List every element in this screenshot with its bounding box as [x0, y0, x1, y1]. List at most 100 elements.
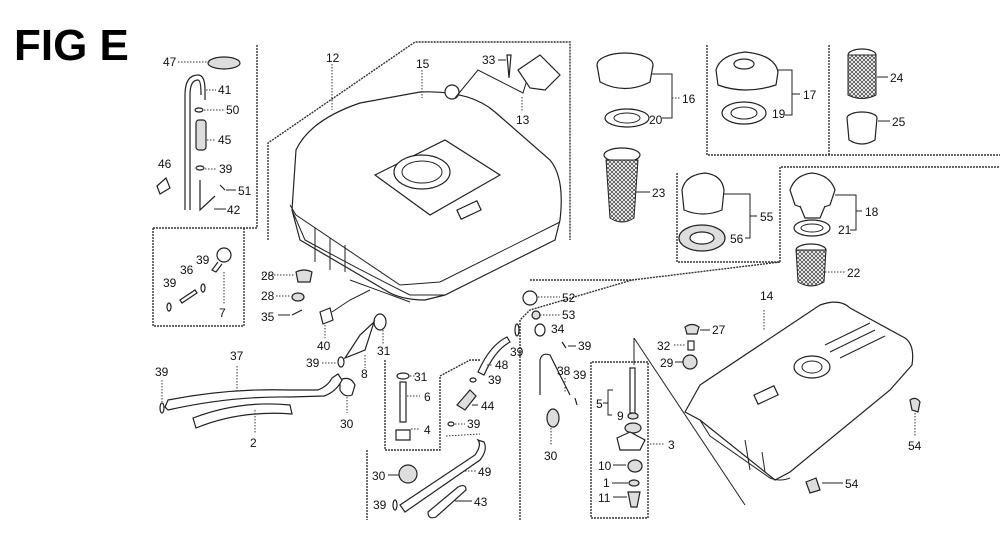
- label-10: 10: [598, 459, 612, 473]
- group-box-tank-12: [267, 41, 571, 240]
- label-39: 39: [163, 276, 177, 290]
- fuel-hose-43: [427, 484, 467, 519]
- label-22: 22: [847, 266, 861, 280]
- label-30: 30: [372, 469, 386, 483]
- clip-39: [574, 397, 578, 406]
- filler-neck: [393, 154, 451, 190]
- fuel-hose-2: [192, 403, 293, 429]
- joint-8: [343, 319, 376, 360]
- pin-35: [291, 309, 303, 316]
- label-17: 17: [803, 88, 817, 102]
- cock-lever-5: [629, 367, 636, 414]
- label-7: 7: [219, 306, 226, 320]
- clip-46: [156, 176, 171, 195]
- clip-39: [469, 377, 477, 383]
- label-54: 54: [908, 439, 922, 453]
- joint-32: [687, 340, 695, 351]
- fuel-valve-group: [166, 247, 232, 312]
- label-43: 43: [474, 495, 488, 509]
- label-54: 54: [845, 477, 859, 491]
- clip-47: [207, 56, 241, 70]
- fuel-hose-37: [164, 373, 343, 411]
- grommet-30: [546, 408, 560, 428]
- fuel-hose-48: [477, 336, 511, 376]
- label-53: 53: [562, 308, 576, 322]
- strainer-23: [603, 147, 641, 223]
- clip-39: [447, 421, 455, 427]
- grommet-30: [398, 464, 418, 484]
- label-25: 25: [892, 115, 906, 129]
- group-box-tank-14: [530, 261, 781, 281]
- label-39: 39: [573, 368, 587, 382]
- label-48: 48: [495, 358, 509, 372]
- label-52: 52: [562, 291, 576, 305]
- filler-neck-14: [793, 355, 831, 379]
- label-45: 45: [218, 133, 232, 147]
- pin-36: [179, 289, 198, 304]
- label-38: 38: [557, 364, 571, 378]
- label-44: 44: [481, 399, 495, 413]
- label-4: 4: [424, 423, 431, 437]
- label-2: 2: [250, 436, 257, 450]
- group-box-fuel-valve: [152, 228, 245, 327]
- group-box-fuel-cock: [590, 361, 649, 519]
- fuel-gauge-window: [456, 200, 482, 220]
- gasket-20: [604, 108, 650, 128]
- label-55: 55: [760, 210, 774, 224]
- gasket-19: [721, 101, 767, 125]
- fuel-filter-45: [195, 119, 207, 151]
- label-39: 39: [306, 356, 320, 370]
- label-39: 39: [510, 345, 524, 359]
- label-40: 40: [317, 339, 331, 353]
- label-30: 30: [340, 417, 354, 431]
- label-18: 18: [865, 205, 879, 219]
- label-33: 33: [482, 53, 496, 67]
- label-13: 13: [516, 113, 530, 127]
- fuel-strainer-11: [627, 491, 641, 508]
- label-35: 35: [261, 310, 275, 324]
- filler-cap-55: [678, 172, 726, 252]
- label-28: 28: [261, 269, 275, 283]
- filler-cap-17: [715, 51, 779, 125]
- filler-cap-18: [789, 172, 836, 237]
- group-box-cap-55: [676, 166, 1000, 263]
- label-5: 5: [596, 397, 603, 411]
- label-39: 39: [155, 365, 169, 379]
- label-34: 34: [551, 322, 565, 336]
- label-39: 39: [578, 339, 592, 353]
- grommet-30: [339, 377, 356, 397]
- label-31: 31: [377, 344, 391, 358]
- strainer-22: [795, 243, 827, 287]
- washer-52: [522, 290, 538, 306]
- clip-39: [195, 165, 205, 171]
- group-box-cap-17: [706, 45, 1000, 156]
- label-16: 16: [682, 92, 696, 106]
- fuel-valve-7: [216, 247, 232, 263]
- label-46: 46: [158, 157, 172, 171]
- label-23: 23: [652, 186, 666, 200]
- label-24: 24: [890, 71, 904, 85]
- label-39: 39: [219, 162, 233, 176]
- joint-6: [399, 381, 407, 423]
- grommet-54: [805, 477, 821, 494]
- fuel-hose-38: [539, 353, 571, 396]
- label-11: 11: [598, 491, 611, 505]
- group-box-divider: [519, 279, 633, 520]
- label-3: 3: [668, 438, 675, 452]
- joint-group: [395, 372, 411, 441]
- fuel-hose-49: [399, 438, 486, 513]
- label-56: 56: [730, 232, 744, 246]
- filler-cap-16: [596, 52, 654, 128]
- figure-title: FIG E: [14, 21, 129, 70]
- bolt-40: [319, 307, 334, 325]
- label-39: 39: [373, 498, 387, 512]
- label-20: 20: [649, 113, 663, 127]
- grommet-29: [682, 354, 698, 370]
- grommet-54: [909, 397, 921, 413]
- label-27: 27: [712, 323, 726, 337]
- label-14: 14: [760, 289, 774, 303]
- nut-4: [395, 429, 411, 441]
- label-49: 49: [478, 465, 492, 479]
- label-37: 37: [230, 349, 244, 363]
